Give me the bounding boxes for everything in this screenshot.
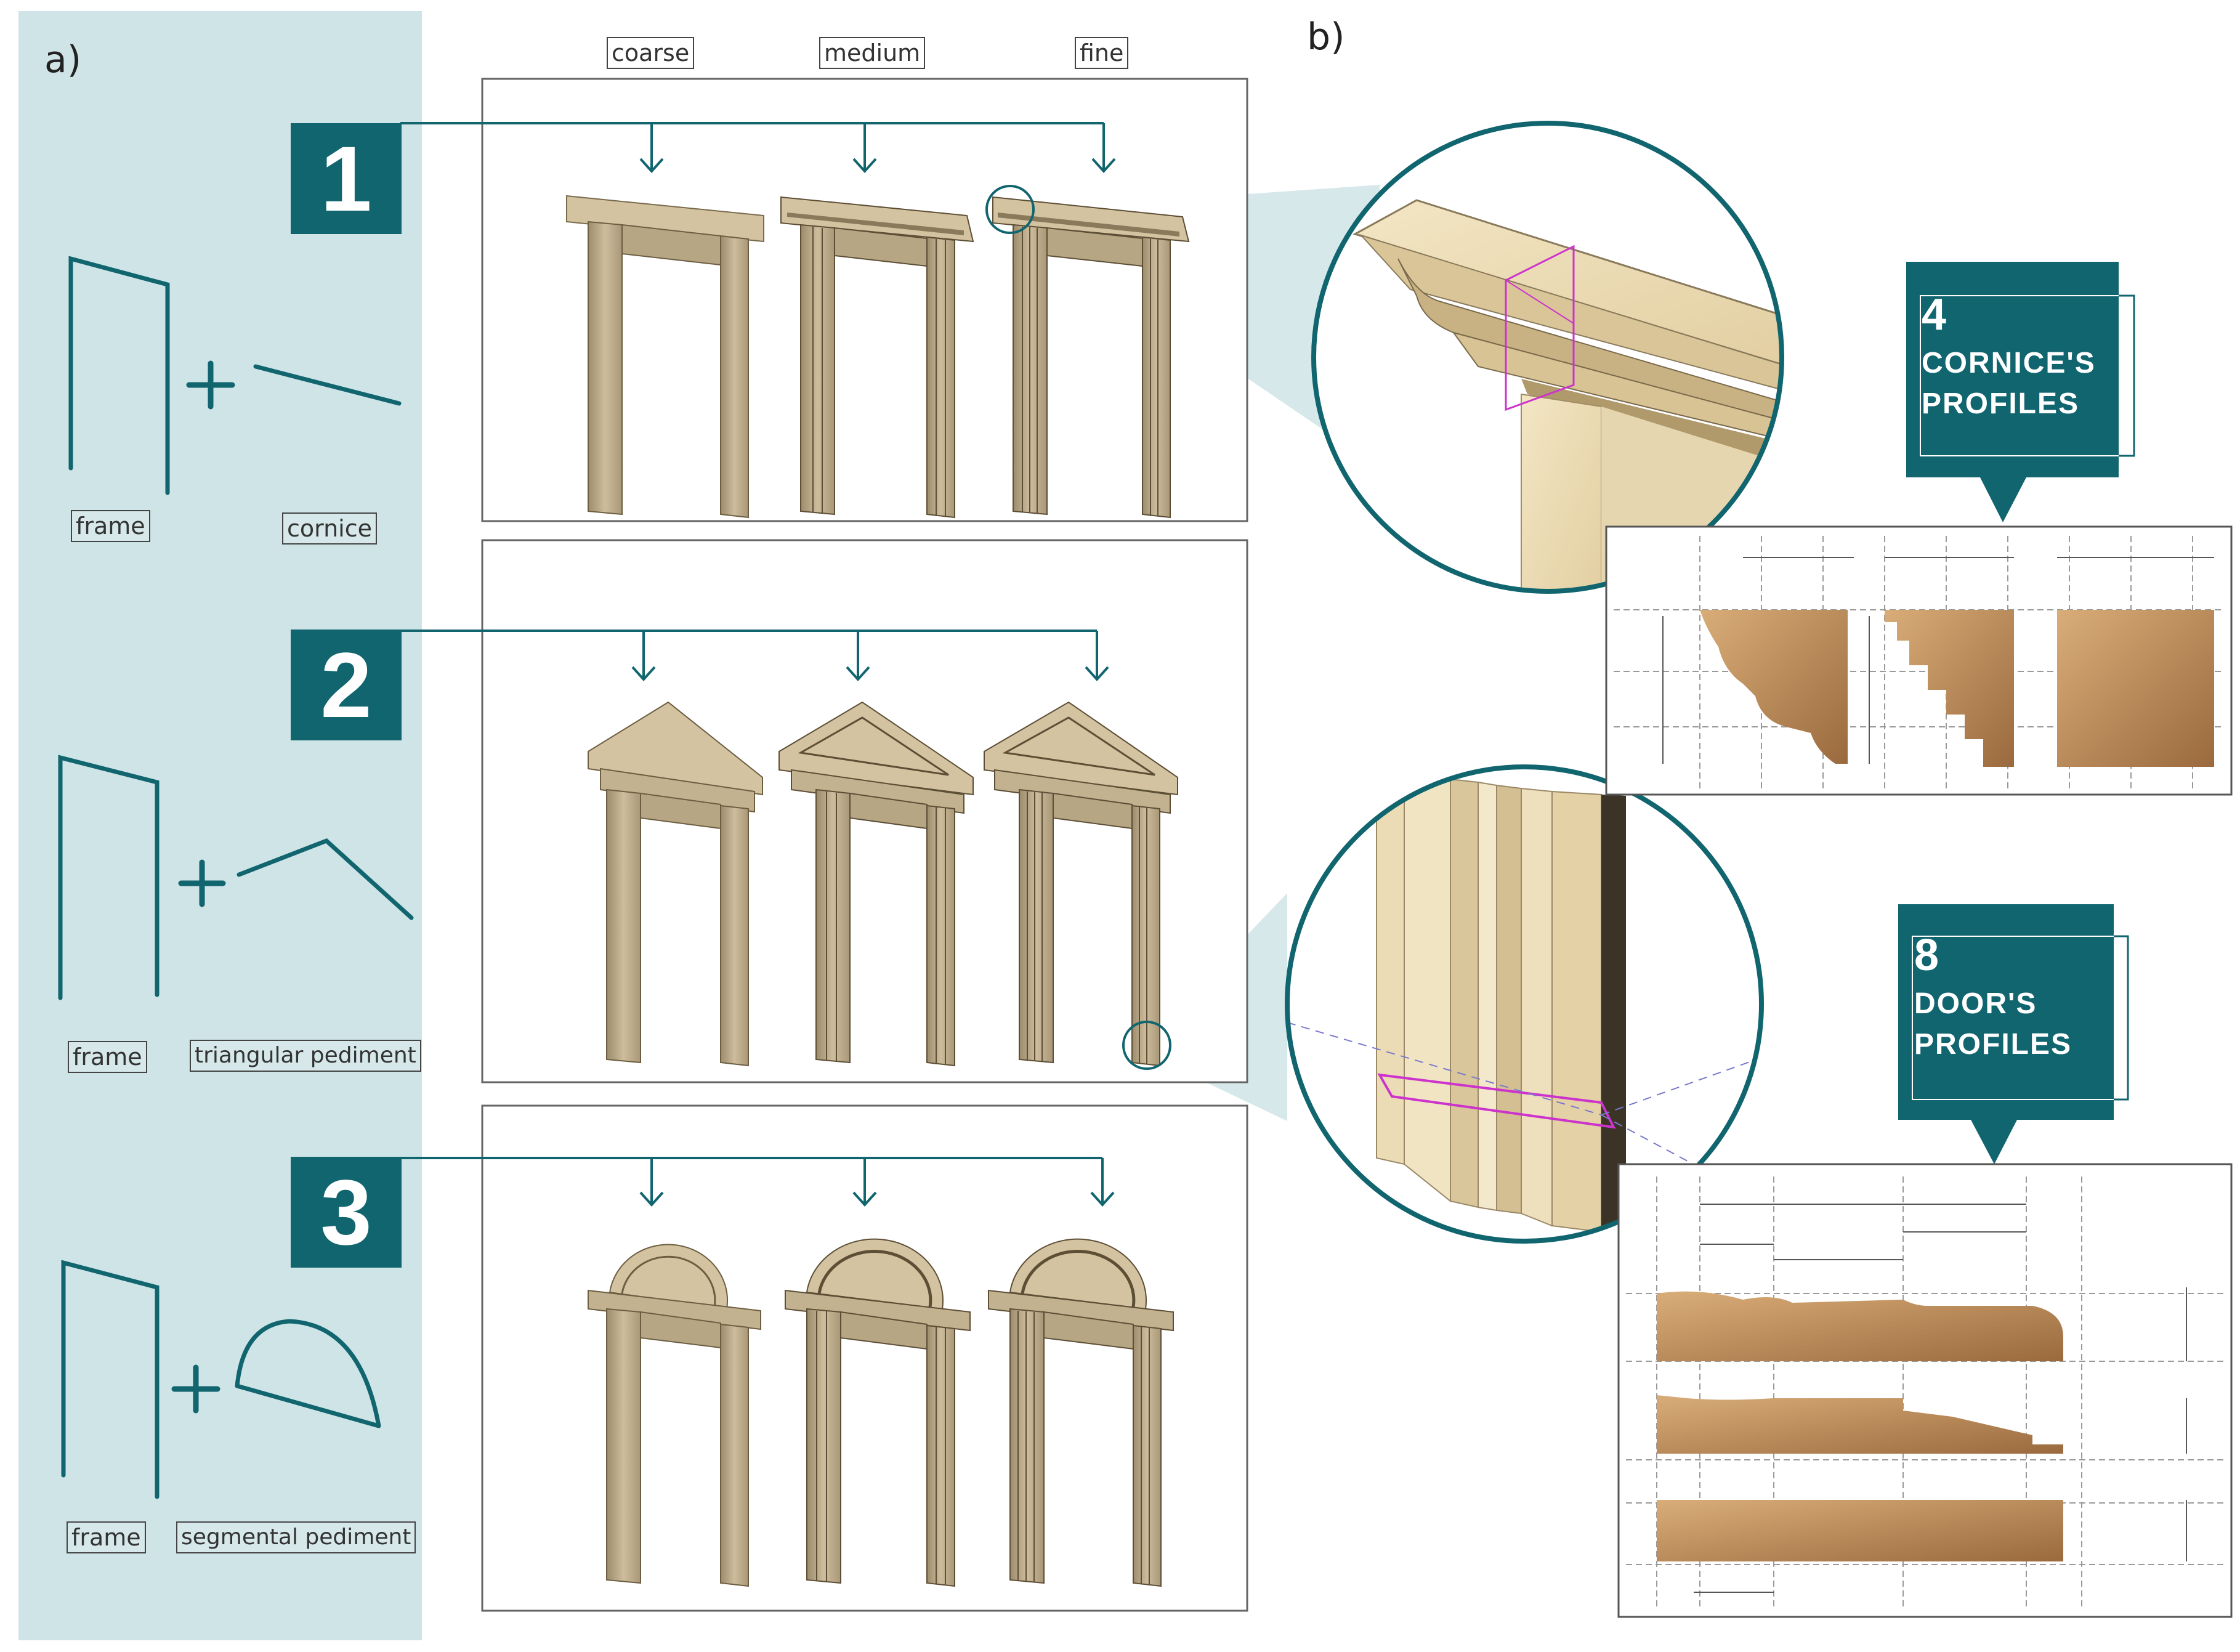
lod-header-coarse: coarse — [607, 37, 695, 69]
row-2-shape-label: triangular pediment — [190, 1040, 421, 1072]
row-3-number: 3 — [291, 1157, 402, 1268]
door-row2-medium — [778, 701, 974, 1067]
triangular-pediment-icon — [237, 838, 414, 920]
door-row3-medium — [785, 1238, 971, 1587]
callout-8-number: 8 — [1914, 931, 1941, 980]
row-1-frame-label: frame — [71, 510, 150, 542]
arrows-row-2 — [400, 630, 1109, 681]
row-2-number: 2 — [291, 630, 402, 740]
cornice-line-icon — [253, 364, 402, 406]
plus-icon — [171, 360, 235, 1414]
door-row3-coarse — [588, 1244, 761, 1587]
zoom-circle-2 — [1285, 764, 1764, 1244]
door-profile-sheet — [1617, 1163, 2233, 1618]
cornice-profile-sheet — [1605, 525, 2233, 796]
door-row2-coarse — [588, 701, 763, 1067]
zoom-marker-1 — [985, 185, 1035, 234]
segmental-pediment-icon — [235, 1319, 381, 1428]
row-1-shape-label: cornice — [282, 512, 378, 545]
callout-8-line2: PROFILES — [1914, 1028, 2072, 1061]
panel-b-label: b) — [1307, 15, 1345, 59]
arrows-row-1 — [400, 122, 1116, 173]
row-2-frame-label: frame — [68, 1041, 147, 1073]
frame-icon — [58, 256, 170, 1499]
callout-4-number: 4 — [1922, 290, 1948, 339]
door-row2-fine — [984, 701, 1178, 1067]
callout-cornice-profiles — [1906, 262, 2135, 522]
door-row1-medium — [780, 196, 974, 519]
door-row1-coarse — [566, 195, 764, 519]
zoom-marker-2 — [1122, 1021, 1171, 1070]
panel-a-label: a) — [44, 38, 82, 81]
row-3-shape-label: segmental pediment — [176, 1521, 416, 1553]
callout-door-profiles — [1898, 904, 2129, 1164]
callout-4-line2: PROFILES — [1922, 387, 2080, 420]
lod-header-medium: medium — [819, 37, 926, 69]
door-row1-fine — [992, 196, 1190, 519]
callout-8-line1: DOOR'S — [1914, 987, 2037, 1020]
arrows-row-3 — [400, 1157, 1115, 1207]
row-1-number: 1 — [291, 123, 402, 234]
door-row3-fine — [988, 1238, 1174, 1587]
lod-header-fine: fine — [1075, 37, 1129, 69]
callout-4-line1: CORNICE'S — [1922, 347, 2096, 379]
panel-a-background — [18, 11, 422, 1640]
row-3-frame-label: frame — [67, 1521, 146, 1553]
